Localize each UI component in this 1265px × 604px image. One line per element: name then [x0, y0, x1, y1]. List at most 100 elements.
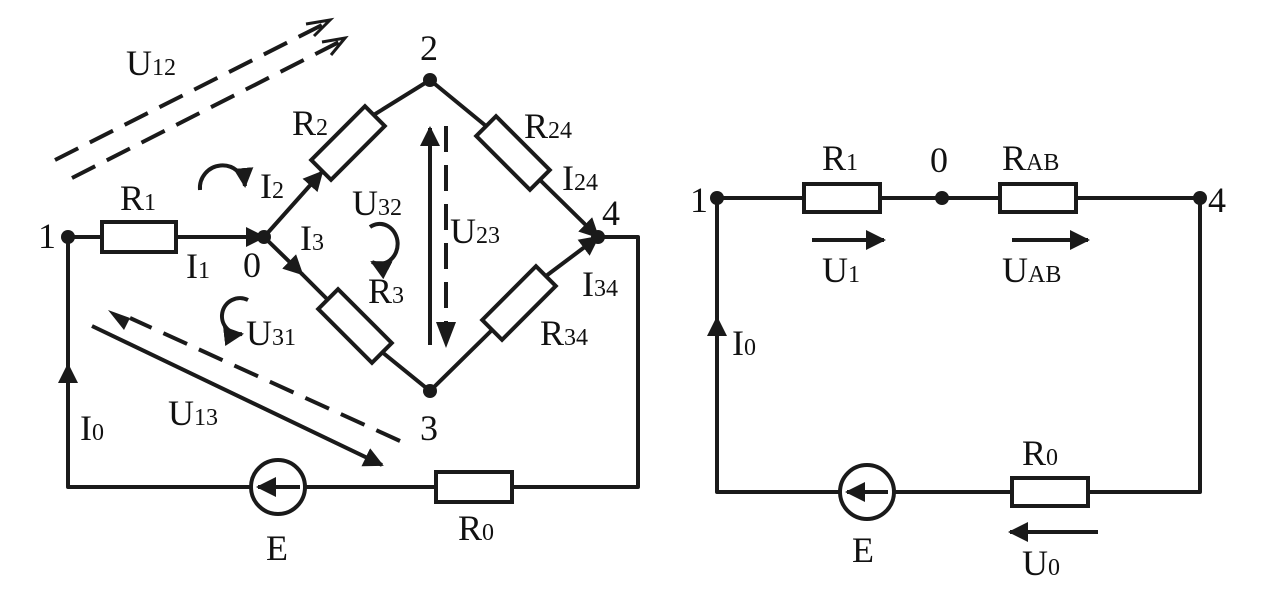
loop-arrow-i2: [197, 163, 254, 191]
label-subscript: 0: [744, 335, 756, 361]
wire-r34-4: [544, 235, 600, 278]
label-symbol: I: [300, 218, 312, 258]
wire-0-r3: [262, 235, 304, 276]
label-node-3: 3: [420, 408, 438, 448]
label-subscript: 12: [152, 55, 176, 81]
label-u23: U23: [450, 211, 500, 251]
resistor-r2: [308, 103, 388, 183]
label-symbol: R: [120, 178, 144, 218]
resistor-right-rab: [998, 182, 1078, 214]
label-right-node-4: 4: [1208, 180, 1226, 220]
resistor-right-r0: [1010, 476, 1090, 508]
node-right-4: [1193, 191, 1207, 205]
label-subscript: AB: [1026, 150, 1059, 176]
label-subscript: 13: [194, 405, 218, 431]
label-subscript: 0: [92, 420, 104, 446]
label-subscript: 23: [476, 223, 500, 249]
resistor-r1: [100, 220, 178, 254]
node-left-2: [423, 73, 437, 87]
label-symbol: U: [822, 250, 848, 290]
label-symbol: I: [80, 408, 92, 448]
node-left-0: [257, 230, 271, 244]
label-right-rab: RAB: [1002, 138, 1059, 178]
resistor-r0: [434, 470, 514, 504]
label-node-0: 0: [243, 245, 261, 285]
wire-left-outer: [66, 235, 253, 489]
wire-right-r0-4: [1074, 196, 1202, 494]
label-symbol: I: [582, 264, 594, 304]
label-subscript: 3: [312, 230, 324, 256]
label-i3: I3: [300, 218, 324, 258]
label-symbol: R: [524, 106, 548, 146]
label-symbol: U: [246, 313, 272, 353]
label-subscript: AB: [1028, 262, 1061, 288]
wire-r0-node4: [510, 235, 640, 489]
label-right-r0: R0: [1022, 433, 1058, 473]
label-subscript: 34: [594, 276, 618, 302]
arrow-u12-dashed-lower: [71, 38, 344, 180]
label-symbol: U: [1022, 543, 1048, 583]
label-u13: U13: [168, 393, 218, 433]
label-subscript: 1: [198, 258, 210, 284]
node-left-4: [591, 230, 605, 244]
loop-arrow-u32: [368, 221, 400, 280]
arrow-u12-head-lower: [321, 35, 349, 56]
label-subscript: 0: [1048, 555, 1060, 581]
label-r34: R34: [540, 313, 588, 353]
arrow-u12-dashed-upper: [54, 20, 329, 162]
arrow-u13-dashed: [129, 316, 401, 443]
wire-r3-3: [380, 350, 432, 393]
label-i1: I1: [186, 246, 210, 286]
wire-r3-ends: [300, 272, 330, 302]
label-i24: I24: [562, 158, 598, 198]
label-subscript: 0: [1046, 445, 1058, 471]
label-r3: R3: [368, 271, 404, 311]
label-r24: R24: [524, 106, 572, 146]
wire-0-r2: [262, 170, 324, 239]
label-r2: R2: [292, 103, 328, 143]
node-left-1: [61, 230, 75, 244]
wire-3-r34: [428, 328, 494, 393]
arrow-u23-head: [436, 322, 456, 348]
label-symbol: R: [458, 508, 482, 548]
emf-source-left: [249, 458, 307, 516]
label-u32: U32: [352, 183, 402, 223]
label-e-left: E: [266, 528, 288, 568]
label-right-node-1: 1: [690, 180, 708, 220]
label-u12: U12: [126, 43, 176, 83]
left-circuit: 1 0 2 3 4 R1 R2 R3 R24 R34 R0 I1 I2 I3 I…: [38, 17, 640, 568]
label-right-node-0: 0: [930, 140, 948, 180]
emf-source-right: [838, 463, 896, 521]
label-subscript: 32: [378, 195, 402, 221]
label-subscript: 24: [548, 118, 572, 144]
label-symbol: I: [732, 323, 744, 363]
label-e-right: E: [852, 530, 874, 570]
label-symbol: U: [126, 43, 152, 83]
label-i0-left: I0: [80, 408, 104, 448]
label-subscript: 2: [272, 178, 284, 204]
right-circuit: 1 0 4 R1 RAB R0 U1 UAB U0 I0 E: [690, 138, 1226, 583]
wire-2-r24: [428, 78, 488, 128]
resistor-r3: [315, 286, 395, 366]
label-subscript: 34: [564, 325, 588, 351]
resistor-right-r1: [802, 182, 882, 214]
wire-r2-2: [370, 78, 432, 118]
wire-r24-4: [538, 178, 600, 239]
label-symbol: R: [1022, 433, 1046, 473]
node-left-3: [423, 384, 437, 398]
label-right-i0: I0: [732, 323, 756, 363]
resistor-r34: [479, 263, 559, 343]
label-symbol: R: [540, 313, 564, 353]
label-symbol: U: [168, 393, 194, 433]
label-right-u0: U0: [1022, 543, 1060, 583]
label-symbol: R: [1002, 138, 1026, 178]
label-symbol: U: [1002, 250, 1028, 290]
label-symbol: I: [186, 246, 198, 286]
node-right-0: [935, 191, 949, 205]
label-symbol: U: [352, 183, 378, 223]
label-node-1: 1: [38, 216, 56, 256]
label-r1: R1: [120, 178, 156, 218]
label-u31: U31: [246, 313, 296, 353]
label-node-4: 4: [602, 193, 620, 233]
